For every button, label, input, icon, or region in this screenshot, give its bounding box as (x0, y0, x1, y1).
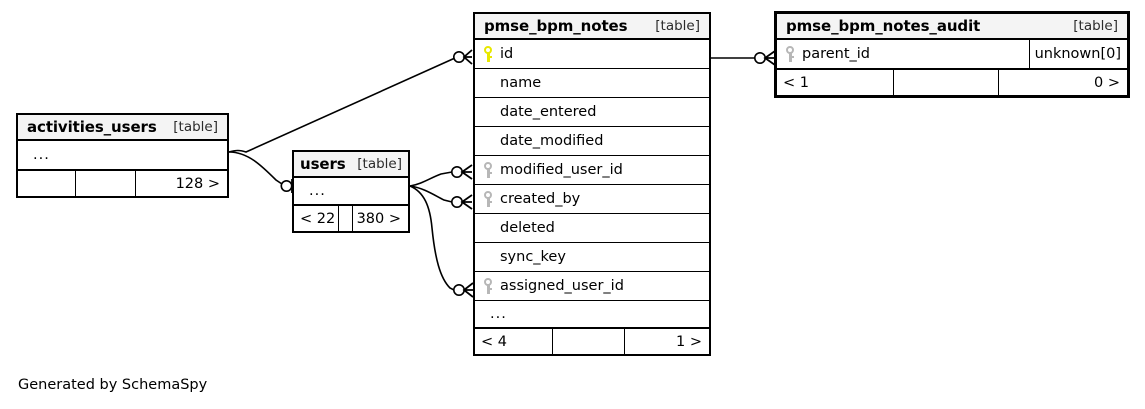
table-type-tag: [table] (357, 156, 402, 172)
footer-outgoing-count: 1 > (676, 333, 702, 350)
column-label: ... (33, 147, 50, 163)
footer-middle-cell (894, 70, 999, 95)
table-row[interactable]: created_by (475, 185, 709, 214)
table-header-pmse-bpm-notes-audit: pmse_bpm_notes_audit [table] (777, 14, 1127, 40)
table-header-users: users [table] (294, 152, 408, 178)
edge-activities-users-to-notes-id (228, 57, 456, 153)
table-type-tag: [table] (1073, 18, 1118, 34)
foreign-key-icon (482, 278, 495, 294)
footer-incoming-count: < 22 (294, 206, 339, 231)
column-label: sync_key (500, 249, 566, 265)
table-activities-users[interactable]: activities_users [table] ... 128 > (16, 113, 229, 198)
foreign-key-icon (482, 191, 495, 207)
no-key-spacer (482, 249, 495, 265)
table-row[interactable]: sync_key (475, 243, 709, 272)
table-footer-users: < 22 380 > (294, 205, 408, 231)
footer-incoming-count (18, 171, 76, 196)
table-type-tag: [table] (655, 18, 700, 34)
table-row[interactable]: deleted (475, 214, 709, 243)
table-type-tag: [table] (173, 119, 218, 135)
table-row[interactable]: assigned_user_id (475, 272, 709, 301)
footer-outgoing-count: 380 > (356, 210, 401, 227)
table-title: activities_users (27, 118, 157, 136)
table-row[interactable]: name (475, 69, 709, 98)
table-title: users (300, 155, 346, 173)
column-label: created_by (500, 191, 581, 207)
column-label: deleted (500, 220, 555, 236)
column-label: date_modified (500, 133, 604, 149)
table-footer-pmse-bpm-notes: < 4 1 > (475, 328, 709, 354)
table-row[interactable]: date_modified (475, 127, 709, 156)
table-pmse-bpm-notes-audit[interactable]: pmse_bpm_notes_audit [table] parent_id u… (774, 11, 1130, 98)
table-row[interactable]: ... (294, 178, 408, 205)
table-row[interactable]: ... (18, 141, 227, 170)
foreign-key-icon (482, 162, 495, 178)
generated-by-credit: Generated by SchemaSpy (18, 377, 208, 393)
footer-incoming-count: < 4 (475, 329, 553, 354)
column-label: date_entered (500, 104, 597, 120)
no-key-spacer (482, 75, 495, 91)
table-header-pmse-bpm-notes: pmse_bpm_notes [table] (475, 14, 709, 40)
footer-outgoing-count: 128 > (175, 175, 220, 192)
footer-middle-cell (76, 171, 136, 196)
table-footer-pmse-bpm-notes-audit: < 1 0 > (777, 69, 1127, 95)
table-title: pmse_bpm_notes (484, 17, 628, 35)
no-key-spacer (482, 220, 495, 236)
no-key-spacer (482, 104, 495, 120)
table-footer-activities-users: 128 > (18, 170, 227, 196)
column-label: parent_id (802, 46, 871, 62)
edge-users-to-modified-user-id (409, 171, 453, 187)
column-label: name (500, 75, 542, 91)
edge-users-to-created-by (409, 185, 453, 203)
foreign-key-icon (784, 46, 797, 62)
footer-middle-cell (553, 329, 625, 354)
table-row[interactable]: date_entered (475, 98, 709, 127)
column-type: unknown[0] (1029, 40, 1127, 68)
footer-outgoing-count: 0 > (1094, 74, 1120, 91)
column-label: assigned_user_id (500, 278, 624, 294)
no-key-spacer (482, 133, 495, 149)
column-label: id (500, 46, 514, 62)
table-title: pmse_bpm_notes_audit (786, 17, 981, 35)
table-users[interactable]: users [table] ... < 22 380 > (292, 150, 410, 233)
table-row[interactable]: id (475, 40, 709, 69)
footer-middle-cell (339, 206, 353, 231)
primary-key-icon (482, 46, 495, 62)
table-row[interactable]: parent_id unknown[0] (777, 40, 1127, 69)
column-label: modified_user_id (500, 162, 623, 178)
table-row[interactable]: modified_user_id (475, 156, 709, 185)
table-row[interactable]: ... (475, 301, 709, 328)
column-label: ... (309, 183, 326, 199)
edge-activities-users-to-users (228, 151, 286, 187)
footer-incoming-count: < 1 (777, 70, 894, 95)
column-label: ... (490, 306, 507, 322)
table-pmse-bpm-notes[interactable]: pmse_bpm_notes [table] id name date_ente… (473, 12, 711, 356)
table-header-activities-users: activities_users [table] (18, 115, 227, 141)
edge-users-to-assigned-user-id (409, 185, 455, 291)
